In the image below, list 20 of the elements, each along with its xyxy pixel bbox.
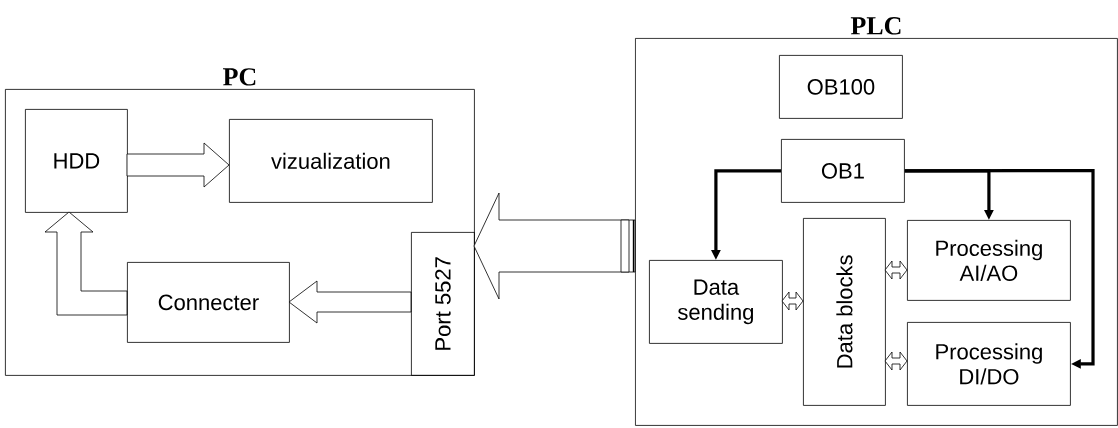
process-box: Processing AI/AO	[907, 220, 1071, 301]
process-box: Data blocks	[803, 218, 886, 406]
process-box: OB100	[779, 55, 903, 119]
node-label: PLC	[850, 17, 901, 35]
process-box: vizualization	[229, 119, 433, 203]
arrow	[904, 168, 1095, 369]
block-arrow	[473, 192, 636, 300]
block-arrow	[126, 142, 230, 188]
double-arrow	[781, 291, 804, 311]
process-box: Processing DI/DO	[907, 322, 1071, 406]
block-arrow	[44, 211, 128, 316]
block-arrow	[288, 280, 412, 324]
double-arrow	[884, 260, 908, 280]
double-arrow	[884, 351, 908, 371]
node-label: PC	[223, 68, 256, 86]
process-box: OB1	[781, 139, 905, 203]
process-box: HDD	[25, 109, 128, 213]
process-box: Data sending	[649, 260, 783, 344]
process-box: Port 5527	[411, 232, 475, 376]
process-box: Connecter	[127, 262, 290, 343]
